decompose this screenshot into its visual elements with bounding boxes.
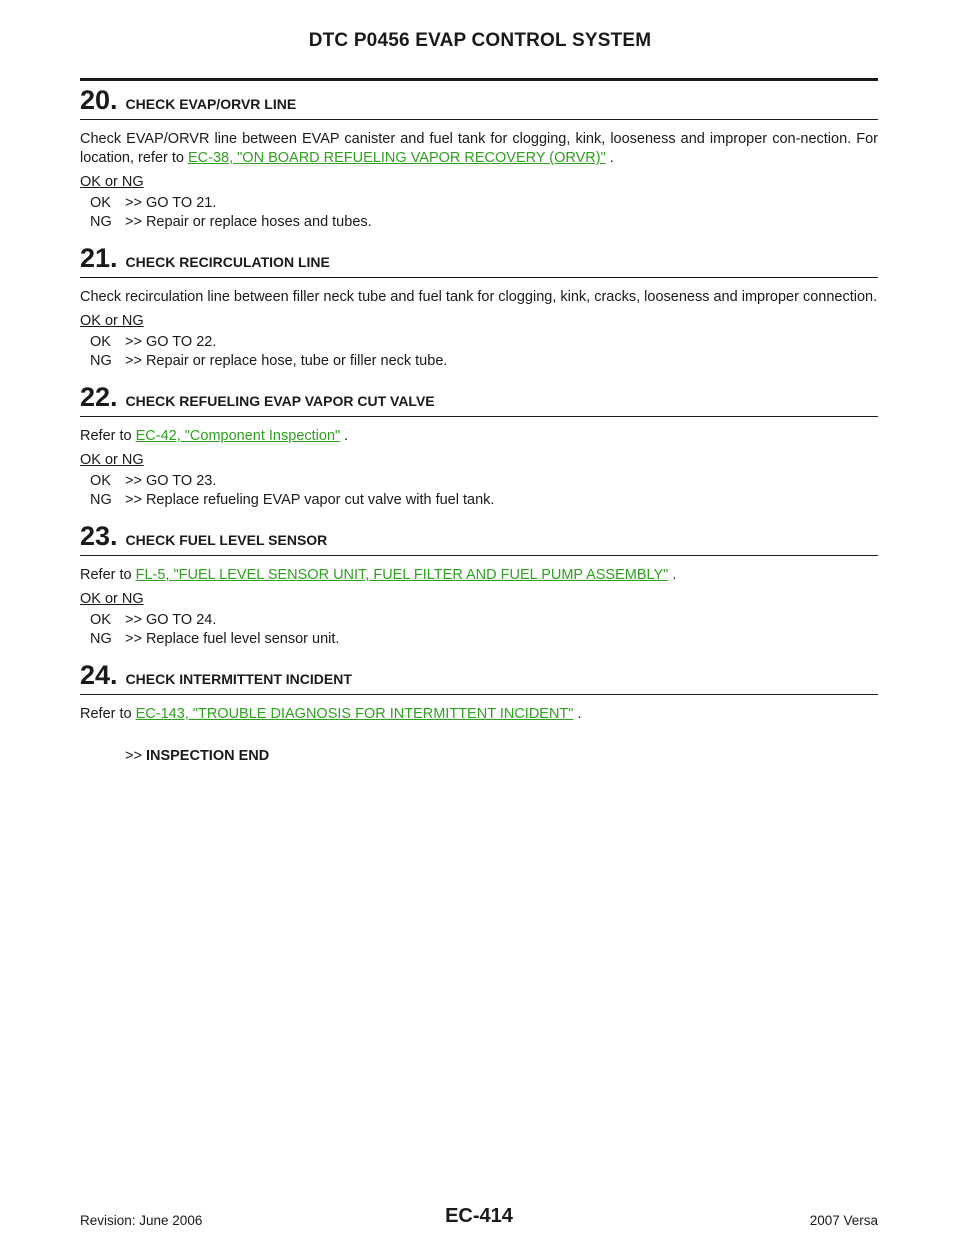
step-22: 22. CHECK REFUELING EVAP VAPOR CUT VALVE…	[80, 381, 878, 510]
step-instruction: Refer to EC-42, "Component Inspection" .	[80, 428, 349, 444]
inspection-end: >> INSPECTION END	[125, 748, 270, 764]
step-21: 21. CHECK RECIRCULATION LINE Check recir…	[80, 242, 878, 371]
step-instruction: Refer to FL-5, "FUEL LEVEL SENSOR UNIT, …	[80, 567, 677, 583]
page-number: EC-414	[445, 1205, 513, 1227]
reference-link[interactable]: EC-143, "TROUBLE DIAGNOSIS FOR INTERMITT…	[135, 706, 574, 722]
result-ok: OK>> GO TO 23.	[90, 473, 217, 489]
step-title: CHECK RECIRCULATION LINE	[125, 254, 330, 270]
step-heading: 23. CHECK FUEL LEVEL SENSOR	[80, 520, 878, 556]
ok-or-ng-label: OK or NG	[80, 452, 144, 468]
revision-date: Revision: June 2006	[80, 1213, 203, 1228]
step-instruction: Refer to EC-143, "TROUBLE DIAGNOSIS FOR …	[80, 706, 582, 722]
reference-link[interactable]: FL-5, "FUEL LEVEL SENSOR UNIT, FUEL FILT…	[135, 567, 669, 583]
result-ok: OK>> GO TO 24.	[90, 612, 217, 628]
step-number: 24.	[80, 660, 118, 690]
step-20: 20. CHECK EVAP/ORVR LINE Check EVAP/ORVR…	[80, 84, 878, 232]
ok-or-ng-label: OK or NG	[80, 174, 144, 190]
step-title: CHECK REFUELING EVAP VAPOR CUT VALVE	[125, 393, 435, 409]
page-footer: Revision: June 2006 EC-414 2007 Versa	[80, 1205, 878, 1235]
result-ok: OK>> GO TO 22.	[90, 334, 217, 350]
model-name: 2007 Versa	[809, 1213, 878, 1228]
result-ng: NG>> Repair or replace hoses and tubes.	[90, 214, 372, 230]
result-ng: NG>> Repair or replace hose, tube or fil…	[90, 353, 448, 369]
result-ng: NG>> Replace refueling EVAP vapor cut va…	[90, 492, 495, 508]
step-number: 20.	[80, 85, 118, 115]
step-heading: 24. CHECK INTERMITTENT INCIDENT	[80, 659, 878, 695]
ok-or-ng-label: OK or NG	[80, 313, 144, 329]
result-ok: OK>> GO TO 21.	[90, 195, 217, 211]
step-title: CHECK FUEL LEVEL SENSOR	[125, 532, 328, 548]
step-23: 23. CHECK FUEL LEVEL SENSOR Refer to FL-…	[80, 520, 878, 649]
step-instruction: Check EVAP/ORVR line between EVAP canist…	[80, 131, 878, 166]
reference-link[interactable]: EC-42, "Component Inspection"	[135, 428, 341, 444]
step-heading: 21. CHECK RECIRCULATION LINE	[80, 242, 878, 278]
ok-or-ng-label: OK or NG	[80, 591, 144, 607]
header-rule	[80, 78, 878, 81]
procedure-content: 20. CHECK EVAP/ORVR LINE Check EVAP/ORVR…	[80, 84, 878, 764]
step-24: 24. CHECK INTERMITTENT INCIDENT Refer to…	[80, 659, 878, 764]
step-heading: 20. CHECK EVAP/ORVR LINE	[80, 84, 878, 120]
page-title: DTC P0456 EVAP CONTROL SYSTEM	[308, 30, 652, 51]
step-number: 23.	[80, 521, 118, 551]
step-instruction: Check recirculation line between filler …	[80, 289, 878, 305]
result-ng: NG>> Replace fuel level sensor unit.	[90, 631, 340, 647]
step-title: CHECK EVAP/ORVR LINE	[125, 96, 297, 112]
step-number: 21.	[80, 243, 118, 273]
step-number: 22.	[80, 382, 118, 412]
step-title: CHECK INTERMITTENT INCIDENT	[125, 671, 352, 687]
reference-link[interactable]: EC-38, "ON BOARD REFUELING VAPOR RECOVER…	[188, 150, 606, 166]
step-heading: 22. CHECK REFUELING EVAP VAPOR CUT VALVE	[80, 381, 878, 417]
